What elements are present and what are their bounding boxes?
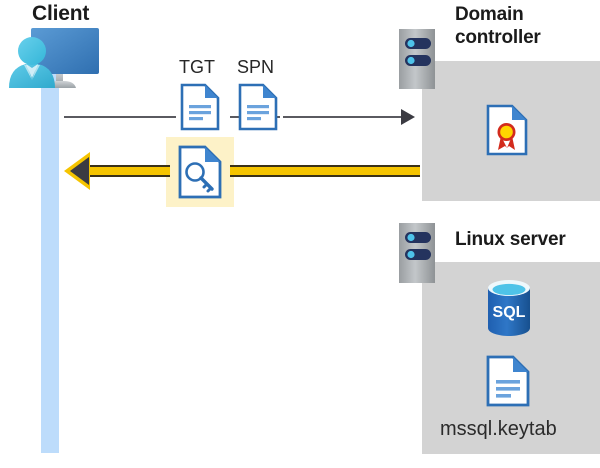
client-title: Client (32, 2, 90, 25)
spn-caption: SPN (237, 57, 275, 77)
response-arrowhead-icon (70, 157, 89, 185)
request-line-segment-left (64, 116, 176, 118)
sql-database-icon: SQL (484, 279, 534, 342)
certificate-document-icon (486, 104, 528, 161)
sql-label: SQL (493, 304, 526, 321)
client-lifeline (41, 72, 59, 453)
response-line-segment-right (230, 165, 420, 177)
spn-document-icon (238, 83, 278, 136)
domain-controller-title: Domain controller (455, 4, 541, 48)
key-document-icon (178, 145, 222, 204)
linux-server-server-icon (398, 222, 436, 289)
linux-server-title: Linux server (455, 229, 566, 250)
keytab-caption: mssql.keytab (440, 418, 557, 440)
domain-controller-server-icon (398, 28, 436, 95)
user-computer-icon (6, 26, 118, 103)
response-line-segment-left (86, 165, 170, 177)
keytab-document-icon (486, 355, 530, 412)
tgt-caption: TGT (179, 57, 215, 77)
request-arrowhead-icon (401, 109, 415, 125)
tgt-document-icon (180, 83, 220, 136)
request-line-segment-right (283, 116, 403, 118)
